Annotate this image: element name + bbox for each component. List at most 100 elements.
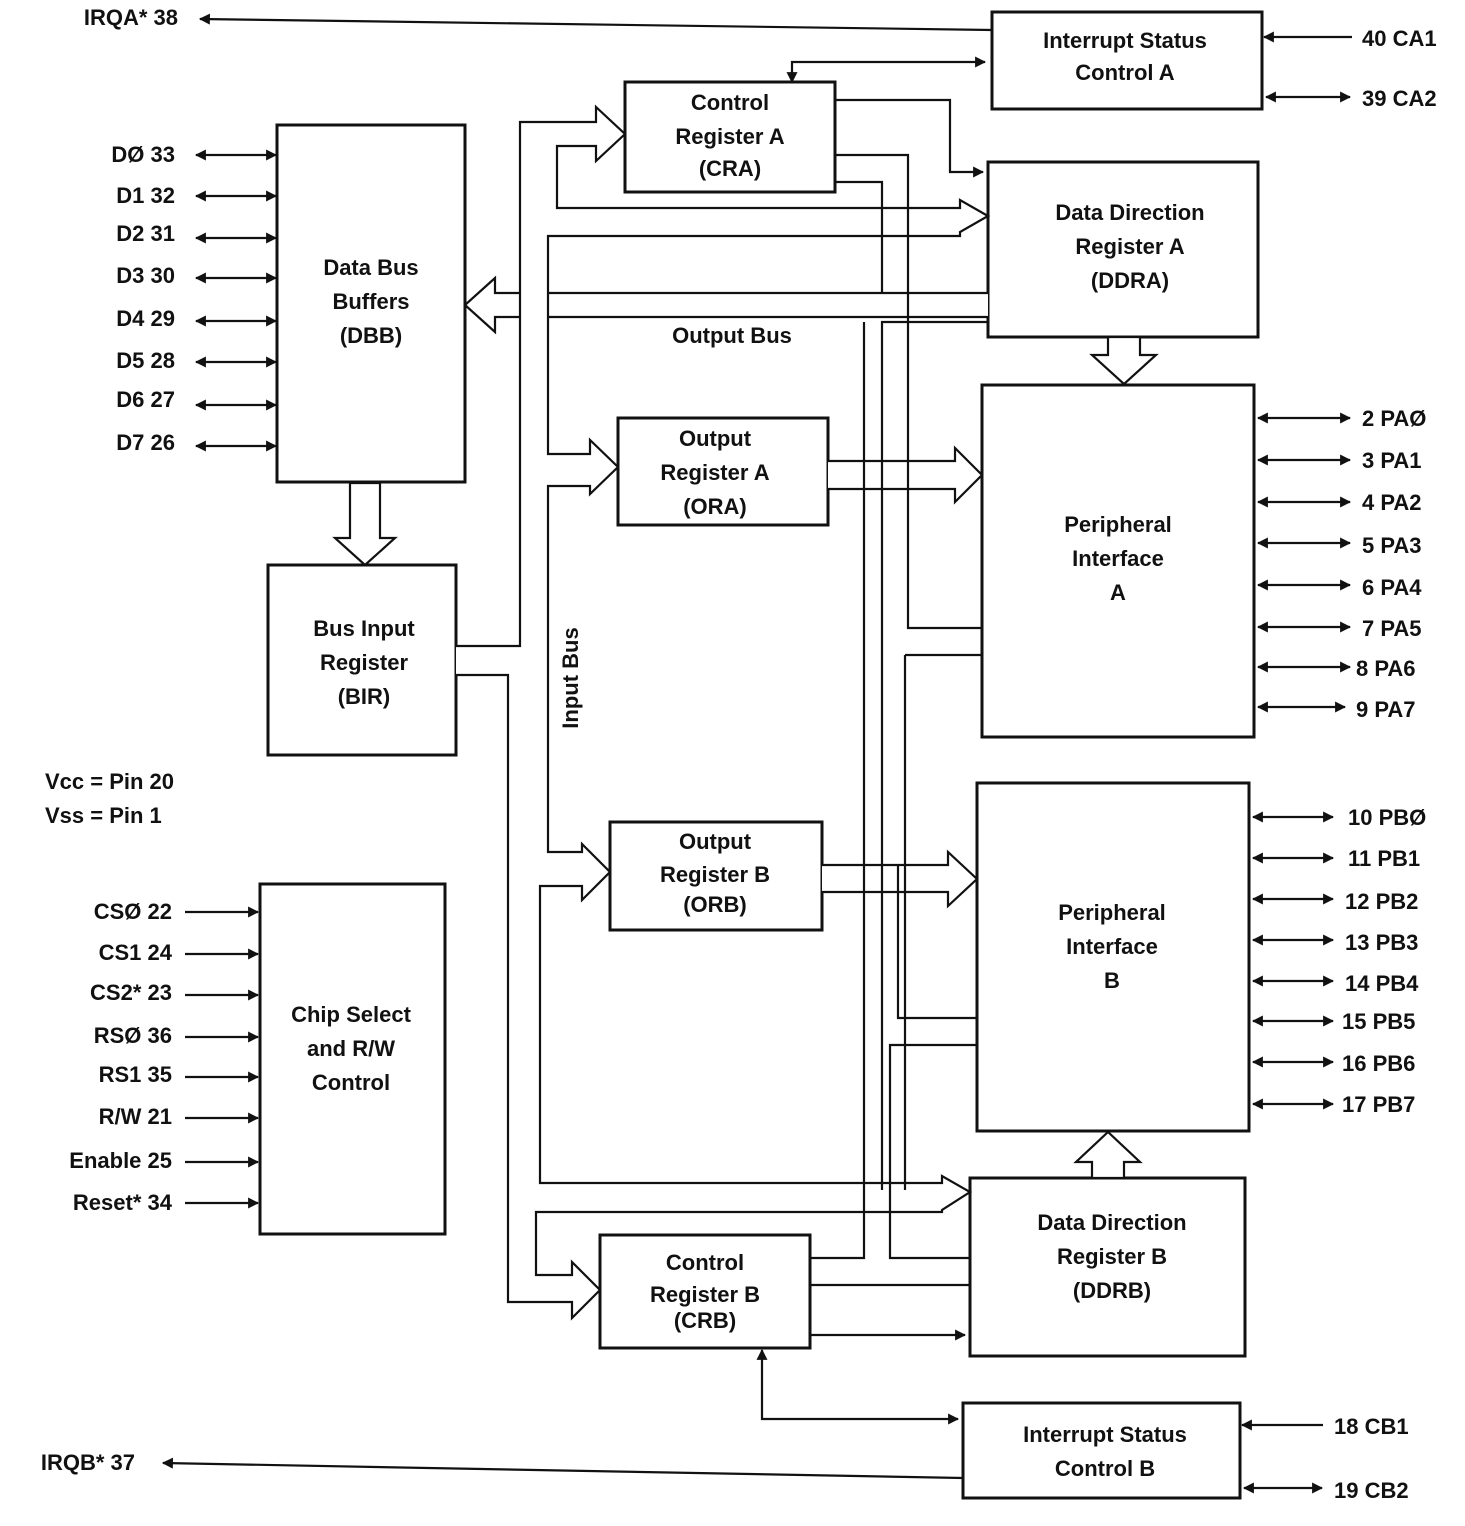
pb-pin-label: 14 PB4 bbox=[1345, 971, 1419, 996]
data-pin: D7 26 bbox=[116, 430, 278, 455]
data-pin-label: D4 29 bbox=[116, 306, 175, 331]
dbb-to-bir-bus-arrow bbox=[332, 481, 398, 567]
pib-label-1: Peripheral bbox=[1058, 900, 1166, 925]
pa-pin: 8 PA6 bbox=[1256, 656, 1416, 681]
control-pin: RSØ 36 bbox=[94, 1023, 260, 1048]
data-pin-label: D6 27 bbox=[116, 387, 175, 412]
pa-pin-label: 4 PA2 bbox=[1362, 490, 1422, 515]
pb-pin: 10 PBØ bbox=[1251, 805, 1426, 830]
csrw-label-1: Chip Select bbox=[291, 1002, 411, 1027]
ora-label-1: Output bbox=[679, 426, 752, 451]
pa-pin: 7 PA5 bbox=[1256, 616, 1422, 641]
bus-input-register: Bus Input Register (BIR) bbox=[266, 563, 458, 757]
pa-pin-label: 5 PA3 bbox=[1362, 533, 1422, 558]
pb-pin-label: 16 PB6 bbox=[1342, 1051, 1415, 1076]
pb-pin: 17 PB7 bbox=[1251, 1092, 1415, 1117]
control-pin-label: CS1 24 bbox=[99, 940, 173, 965]
pb-pin: 13 PB3 bbox=[1251, 930, 1418, 955]
ddrb-label-3: (DDRB) bbox=[1073, 1278, 1151, 1303]
cra-label-1: Control bbox=[691, 90, 769, 115]
bir-label-3: (BIR) bbox=[338, 684, 391, 709]
control-pin: CS1 24 bbox=[99, 940, 260, 965]
crb-label-3: (CRB) bbox=[674, 1308, 736, 1333]
orb-label-1: Output bbox=[679, 829, 752, 854]
input-bus-label: Input Bus bbox=[558, 627, 583, 728]
csrw-label-2: and R/W bbox=[307, 1036, 395, 1061]
pb-pin-label: 17 PB7 bbox=[1342, 1092, 1415, 1117]
pb-pin-label: 12 PB2 bbox=[1345, 889, 1418, 914]
interrupt-status-control-a: Interrupt Status Control A bbox=[990, 10, 1264, 111]
crb-label-1: Control bbox=[666, 1250, 744, 1275]
cra-label-2: Register A bbox=[675, 124, 784, 149]
pa-pin: 6 PA4 bbox=[1256, 575, 1422, 600]
data-pin-label: D2 31 bbox=[116, 221, 175, 246]
data-pins: DØ 33 D1 32 D2 31 D3 30 D4 29 D5 28 D6 2… bbox=[111, 142, 278, 455]
pia-label-1: Peripheral bbox=[1064, 512, 1172, 537]
iscb-label-2: Control B bbox=[1055, 1456, 1155, 1481]
pia-label-3: A bbox=[1110, 580, 1126, 605]
data-pin: D1 32 bbox=[116, 183, 278, 208]
ddra-label-3: (DDRA) bbox=[1091, 268, 1169, 293]
pa-pin-label: 6 PA4 bbox=[1362, 575, 1422, 600]
ddra-label-1: Data Direction bbox=[1055, 200, 1204, 225]
orb-label-3: (ORB) bbox=[683, 892, 747, 917]
pb-pin: 12 PB2 bbox=[1251, 889, 1418, 914]
control-pin: RS1 35 bbox=[99, 1062, 260, 1087]
control-pins: CSØ 22 CS1 24 CS2* 23 RSØ 36 RS1 35 R/W … bbox=[69, 899, 260, 1215]
control-pin-label: R/W 21 bbox=[99, 1104, 172, 1129]
pa-pin: 2 PAØ bbox=[1256, 406, 1426, 431]
control-pin-label: Enable 25 bbox=[69, 1148, 172, 1173]
ca1-pin: 40 CA1 bbox=[1262, 26, 1437, 51]
output-bus-to-dbb-arrow bbox=[463, 275, 988, 335]
cb2-pin-label: 19 CB2 bbox=[1334, 1478, 1409, 1503]
vss-note: Vss = Pin 1 bbox=[45, 803, 162, 828]
internal-control-wires bbox=[756, 56, 988, 1425]
port-a-pins: 2 PAØ 3 PA1 4 PA2 5 PA3 6 PA4 7 PA5 8 PA… bbox=[1256, 406, 1426, 722]
ddrb-label-1: Data Direction bbox=[1037, 1210, 1186, 1235]
irqa-pin-label: IRQA* 38 bbox=[84, 5, 178, 30]
ca1-pin-label: 40 CA1 bbox=[1362, 26, 1437, 51]
ca2-pin: 39 CA2 bbox=[1264, 86, 1437, 111]
ca2-pin-label: 39 CA2 bbox=[1362, 86, 1437, 111]
data-pin: D6 27 bbox=[116, 387, 278, 412]
ora-label-2: Register A bbox=[660, 460, 769, 485]
isca-label-2: Control A bbox=[1075, 60, 1174, 85]
data-direction-register-a: Data Direction Register A (DDRA) bbox=[986, 160, 1260, 339]
cra-label-3: (CRA) bbox=[699, 156, 761, 181]
pa-pin: 5 PA3 bbox=[1256, 533, 1422, 558]
data-pin-label: D5 28 bbox=[116, 348, 175, 373]
data-direction-register-b: Data Direction Register B (DDRB) bbox=[968, 1176, 1247, 1358]
cb2-pin: 19 CB2 bbox=[1242, 1478, 1409, 1503]
pa-pin: 9 PA7 bbox=[1256, 697, 1416, 722]
orb-to-pib-bus-arrow bbox=[822, 849, 979, 909]
interrupt-status-control-b: Interrupt Status Control B bbox=[961, 1401, 1242, 1500]
bir-label-1: Bus Input bbox=[313, 616, 415, 641]
ora-label-3: (ORA) bbox=[683, 494, 747, 519]
irqb-pin-label: IRQB* 37 bbox=[41, 1450, 135, 1475]
iscb-label-1: Interrupt Status bbox=[1023, 1422, 1187, 1447]
output-bus-label: Output Bus bbox=[672, 323, 792, 348]
cb1-pin-label: 18 CB1 bbox=[1334, 1414, 1409, 1439]
output-register-b: Output Register B (ORB) bbox=[608, 820, 824, 932]
data-pin: D3 30 bbox=[116, 263, 278, 288]
pa-pin: 4 PA2 bbox=[1256, 490, 1422, 515]
ddra-label-2: Register A bbox=[1075, 234, 1184, 259]
data-pin: D4 29 bbox=[116, 306, 278, 331]
pa-pin: 3 PA1 bbox=[1256, 448, 1422, 473]
data-pin: D2 31 bbox=[116, 221, 278, 246]
dbb-label-3: (DBB) bbox=[340, 323, 402, 348]
irqb-pin: IRQB* 37 bbox=[41, 1450, 964, 1480]
isca-label-1: Interrupt Status bbox=[1043, 28, 1207, 53]
control-pin-label: Reset* 34 bbox=[73, 1190, 173, 1215]
pb-pin: 11 PB1 bbox=[1251, 846, 1420, 871]
orb-label-2: Register B bbox=[660, 862, 770, 887]
bir-to-cra-input-arrow bbox=[456, 104, 991, 1321]
pib-label-3: B bbox=[1104, 968, 1120, 993]
vcc-note: Vcc = Pin 20 bbox=[45, 769, 174, 794]
ddra-to-pia-bus-arrow bbox=[1089, 335, 1159, 386]
output-register-a: Output Register A (ORA) bbox=[616, 416, 830, 527]
pb-pin-label: 13 PB3 bbox=[1345, 930, 1418, 955]
data-pin-label: D3 30 bbox=[116, 263, 175, 288]
cb1-pin: 18 CB1 bbox=[1240, 1414, 1409, 1439]
